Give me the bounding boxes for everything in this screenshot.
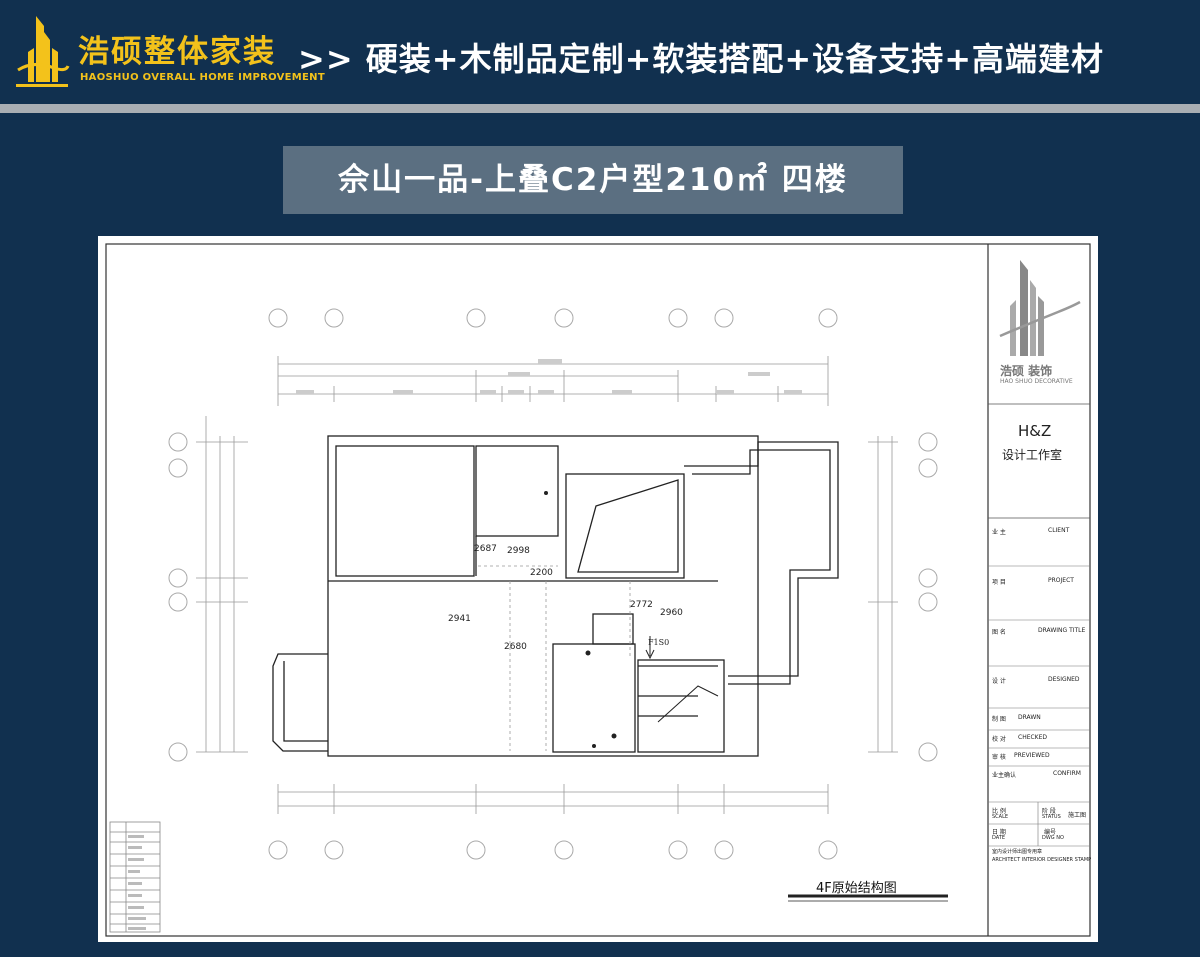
page-header: 浩硕整体家装 HAOSHUO OVERALL HOME IMPROVEMENT …	[0, 0, 1200, 104]
date-label-cn: 日 期	[992, 829, 1006, 836]
page-title: 佘山一品-上叠C2户型210㎡ 四楼	[338, 162, 848, 198]
date-label-en: DATE	[992, 835, 1006, 841]
title-block-row-cn: 校 对	[992, 736, 1006, 743]
status-label-en: STATUS	[1042, 814, 1061, 820]
page-title-box: 佘山一品-上叠C2户型210㎡ 四楼	[283, 146, 903, 214]
status-value: 施工图	[1068, 812, 1087, 819]
service-slogan: >> 硬装+木制品定制+软装搭配+设备支持+高端建材	[298, 40, 1105, 78]
title-block-row-cn: 业 主	[992, 529, 1006, 536]
scale-label-en: SCALE	[992, 814, 1009, 820]
room-dim-label: 2687	[474, 544, 497, 554]
title-block-row-en: PREVIEWED	[1014, 752, 1050, 759]
room-dim-label: 2200	[530, 568, 553, 578]
title-block-row-cn: 业主确认	[992, 772, 1017, 779]
room-dim-label: 2772	[630, 600, 653, 610]
title-block-row-en: DRAWING TITLE	[1038, 627, 1086, 634]
title-block-row-cn: 设 计	[992, 678, 1006, 685]
stamp-label-en: ARCHITECT INTERIOR DESIGNER STAMP	[992, 857, 1092, 863]
title-block-row-cn: 制 图	[992, 716, 1006, 723]
dwg-no-label-cn: 编号	[1044, 829, 1057, 836]
studio-subtitle: 设计工作室	[1002, 448, 1063, 462]
scale-label-cn: 比 例	[992, 808, 1006, 815]
dwg-no-label-en: DWG NO	[1042, 835, 1064, 841]
studio-logo-cn: 浩硕 装饰	[1000, 364, 1053, 378]
brand-name: 浩硕整体家装	[78, 34, 276, 70]
building-logo-icon	[16, 16, 70, 87]
header-divider	[0, 104, 1200, 113]
title-block-row-en: CLIENT	[1048, 527, 1070, 534]
studio-name: H&Z	[1018, 422, 1052, 440]
title-block-row-en: DESIGNED	[1048, 676, 1080, 683]
room-dim-label: 2960	[660, 608, 683, 618]
brand-name-en: HAOSHUO OVERALL HOME IMPROVEMENT	[80, 72, 325, 83]
title-block-row-en: CHECKED	[1018, 734, 1048, 741]
stair-label: F1S0	[648, 638, 670, 647]
stamp-label-cn: 室内设计师出图专用章	[992, 849, 1043, 855]
title-block-row-cn: 图 名	[992, 629, 1006, 636]
room-dim-label: 2680	[504, 642, 527, 652]
floor-plan-drawing: 2687 2998 2200 2941 2680 2772 2960 F1S0 …	[98, 236, 1098, 942]
room-dim-label: 2998	[507, 546, 530, 556]
studio-logo-icon	[999, 260, 1081, 356]
title-block-row-en: PROJECT	[1048, 577, 1074, 584]
status-label-cn: 阶 段	[1042, 808, 1056, 815]
title-block-row-en: CONFIRM	[1053, 770, 1081, 777]
title-block-row-cn: 审 核	[992, 754, 1006, 761]
title-block-row-en: DRAWN	[1018, 714, 1041, 721]
drawing-caption: 4F原始结构图	[816, 881, 897, 896]
title-block-row-cn: 项 目	[992, 579, 1006, 586]
room-dim-label: 2941	[448, 614, 471, 624]
studio-logo-en: HAO SHUO DECORATIVE	[1000, 378, 1073, 385]
floor-plan-svg	[105, 243, 1091, 937]
